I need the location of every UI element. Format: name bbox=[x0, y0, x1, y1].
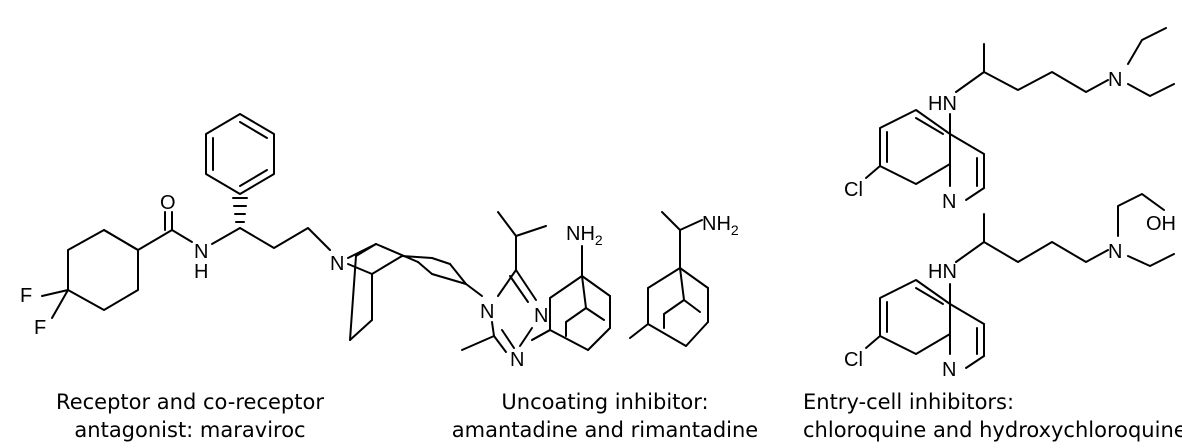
rimantadine-structure: NH2 bbox=[629, 211, 739, 347]
triazole-n2: N bbox=[510, 349, 524, 371]
hydroxychloroquine-structure: HN N OH N Cl bbox=[844, 193, 1176, 381]
hcq-quinoline bbox=[865, 279, 985, 369]
chloroquine-caption: Entry-cell inhibitors: chloroquine and h… bbox=[803, 388, 1182, 444]
triazole-n1: N bbox=[534, 305, 548, 327]
chloroquine-caption-line-1: Entry-cell inhibitors: bbox=[803, 390, 1015, 414]
chloroquine-side-chain bbox=[955, 71, 1109, 93]
f-bond-2 bbox=[51, 289, 69, 319]
maraviroc-caption-line-1: Receptor and co-receptor bbox=[56, 390, 324, 414]
chloroquine-ethyl-1 bbox=[1127, 27, 1167, 65]
n-chiral-bond bbox=[211, 227, 241, 245]
hcq-ethyl bbox=[1127, 253, 1175, 267]
rimantadine-cage bbox=[629, 267, 709, 347]
hcq-side-chain bbox=[955, 241, 1109, 263]
bicyclic-nitrogen: N bbox=[330, 253, 344, 275]
hcq-hydroxyethyl bbox=[1117, 193, 1165, 237]
rimantadine-c-n-bond bbox=[679, 219, 703, 231]
cyclohexane-ring bbox=[67, 229, 139, 311]
amantadine-cage bbox=[531, 245, 611, 351]
chloroquine-hn-label: HN bbox=[928, 93, 957, 115]
triazole-n4: N bbox=[480, 301, 494, 323]
carbonyl-oxygen: O bbox=[160, 192, 176, 214]
hcq-ring-n: N bbox=[942, 359, 956, 381]
hcq-hydroxyl: OH bbox=[1146, 213, 1176, 235]
triazole-ring: N N N bbox=[461, 269, 548, 371]
chloroquine-caption-line-2: chloroquine and hydroxychloroquine bbox=[803, 418, 1182, 442]
isopropyl-b bbox=[515, 225, 547, 237]
hcq-tertiary-n: N bbox=[1108, 241, 1122, 263]
hcq-chlorine: Cl bbox=[844, 349, 863, 371]
rimantadine-methyl-bond bbox=[661, 211, 681, 231]
bicycle-to-triazole-bond bbox=[465, 283, 483, 297]
hcq-hn-label: HN bbox=[928, 261, 957, 283]
chloroquine-tertiary-n: N bbox=[1108, 69, 1122, 91]
stereo-hash-bond bbox=[232, 197, 248, 223]
ring-to-carbonyl-bond bbox=[103, 229, 139, 251]
chloroquine-chlorine: Cl bbox=[844, 179, 863, 201]
chloroquine-quinoline bbox=[865, 109, 985, 201]
chloroquine-structure: HN N N Cl bbox=[844, 27, 1175, 213]
rimantadine-nh2-label: NH2 bbox=[702, 213, 739, 238]
isopropyl-a bbox=[497, 211, 517, 271]
amantadine-structure: NH2 bbox=[531, 223, 611, 351]
chloroquine-ring-n: N bbox=[942, 191, 956, 213]
amantadine-caption-line-1: Uncoating inhibitor: bbox=[501, 390, 709, 414]
maraviroc-caption: Receptor and co-receptor antagonist: mar… bbox=[0, 388, 380, 444]
fluorine-1: F bbox=[20, 285, 32, 307]
amantadine-caption: Uncoating inhibitor: amantadine and rima… bbox=[410, 388, 800, 444]
propyl-chain bbox=[239, 227, 331, 251]
f-bond-1 bbox=[41, 289, 69, 297]
phenyl-ring bbox=[205, 113, 275, 195]
fluorine-2: F bbox=[34, 317, 46, 339]
maraviroc-caption-line-2: antagonist: maraviroc bbox=[74, 418, 306, 442]
amantadine-nh2-label: NH2 bbox=[566, 223, 603, 248]
amantadine-caption-line-2: amantadine and rimantadine bbox=[451, 418, 759, 442]
c-n-bond bbox=[171, 229, 193, 243]
amide-hydrogen: H bbox=[194, 261, 208, 283]
maraviroc-structure: F F O N H N bbox=[20, 113, 548, 371]
amide-nitrogen: N bbox=[194, 241, 208, 263]
carbonyl-bond bbox=[137, 229, 173, 251]
chloroquine-ethyl-2 bbox=[1127, 83, 1175, 97]
tropane-bicycle bbox=[347, 243, 467, 341]
